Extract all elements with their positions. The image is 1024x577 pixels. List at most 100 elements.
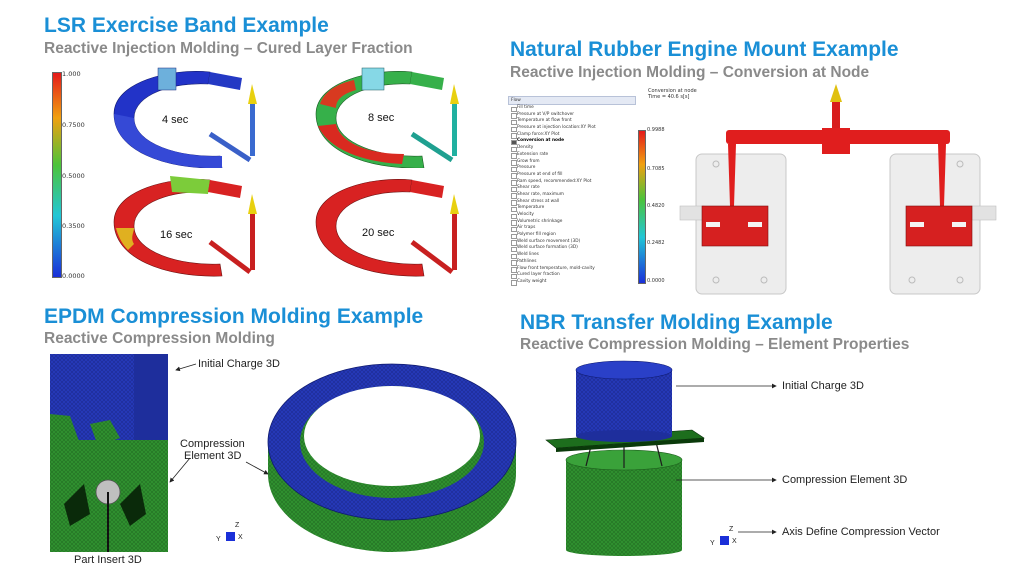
tree-item[interactable]: Conversion at node — [508, 138, 636, 146]
tree-item[interactable]: Pressure — [508, 165, 636, 173]
tree-item[interactable]: Pressure at end of fill — [508, 172, 636, 179]
tree-item-checkbox[interactable] — [511, 106, 517, 112]
tree-item[interactable]: Air traps — [508, 225, 636, 233]
tree-item-checkbox[interactable] — [511, 113, 517, 119]
tree-item-checkbox[interactable] — [511, 220, 517, 226]
tree-item[interactable]: Polymer fill region — [508, 232, 636, 240]
tree-item[interactable]: Volumetric shrinkage — [508, 219, 636, 226]
tree-item-checkbox[interactable] — [511, 193, 517, 199]
tree-item-label: Weld surface movement (3D) — [517, 238, 581, 244]
tree-item-checkbox[interactable] — [511, 213, 517, 219]
tree-item-checkbox[interactable] — [511, 146, 517, 153]
tree-item[interactable]: Fill time — [508, 105, 636, 112]
tree-item-checkbox[interactable] — [511, 233, 517, 240]
lsr-band-8sec — [315, 67, 459, 168]
tree-item-label: Flow front temperature, mold-cavity — [517, 265, 595, 271]
tree-item-label: Grow from — [517, 158, 540, 164]
nbr-arrows — [676, 383, 777, 535]
tree-item-label: Pressure — [517, 165, 536, 171]
tree-item-label: Volumetric shrinkage — [517, 218, 563, 224]
lsr-colorbar-tick: 0.3500 — [62, 222, 85, 230]
mount-colorbar-tick: 0.4820 — [647, 203, 665, 209]
nbr-title: NBR Transfer Molding Example — [520, 311, 833, 334]
tree-item[interactable]: Clamp force:XY Plot — [508, 132, 636, 139]
lsr-colorbar-tick: 1.000 — [62, 70, 81, 78]
lsr-colorbar — [52, 72, 62, 278]
epdm-title: EPDM Compression Molding Example — [44, 305, 424, 328]
tree-item-label: Shear stress at wall — [517, 198, 560, 204]
tree-item-label: Temperature — [517, 205, 545, 211]
mount-subtitle: Reactive Injection Molding – Conversion … — [510, 64, 870, 81]
tree-item[interactable]: Density — [508, 145, 636, 153]
engine-mount-model — [679, 84, 997, 295]
tree-item-checkbox[interactable] — [511, 186, 517, 193]
tree-item[interactable]: Extension rate — [508, 152, 636, 159]
tree-item[interactable]: Pathlines — [508, 259, 636, 266]
tree-item-checkbox[interactable] — [511, 260, 517, 266]
nbr-transfer-model — [545, 360, 705, 556]
lsr-title: LSR Exercise Band Example — [44, 14, 329, 37]
mount-colorbar-tick: 0.0000 — [647, 278, 665, 284]
result-time-label: Time = 40.6 s[s] — [648, 94, 690, 100]
tree-item-checkbox[interactable] — [511, 206, 517, 213]
tree-item-checkbox[interactable] — [511, 267, 517, 273]
tree-item[interactable]: Temperature at flow front — [508, 118, 636, 126]
tree-item-checkbox[interactable] — [511, 180, 517, 186]
tree-item-checkbox[interactable] — [511, 246, 517, 253]
mount-colorbar-tick: 0.7085 — [647, 166, 665, 172]
tree-item[interactable]: Weld surface formation (3D) — [508, 245, 636, 253]
tree-item[interactable]: Cavity weight — [508, 279, 636, 286]
tree-item-checkbox[interactable] — [511, 253, 517, 260]
epdm-arrows — [169, 363, 269, 483]
lsr-colorbar-tick: 0.7500 — [62, 121, 85, 129]
tree-item-checkbox[interactable] — [511, 133, 517, 139]
tree-item-checkbox[interactable] — [511, 160, 517, 166]
tree-item-label: Temperature at flow front — [517, 118, 572, 124]
tree-item[interactable]: Pressure at injection location:XY Plot — [508, 125, 636, 133]
tree-item[interactable]: Shear rate — [508, 185, 636, 193]
tree-item-label: Clamp force:XY Plot — [517, 131, 560, 137]
tree-item-checkbox[interactable] — [511, 226, 517, 233]
tree-item[interactable]: Cured layer fraction — [508, 272, 636, 280]
tree-item-label: Shear rate — [517, 185, 540, 191]
tree-item-label: Weld lines — [517, 252, 539, 258]
tree-item[interactable]: Ram speed, recommended:XY Plot — [508, 179, 636, 186]
tree-item[interactable]: Flow front temperature, mold-cavity — [508, 266, 636, 273]
tree-item-label: Weld surface formation (3D) — [517, 245, 578, 251]
tree-item[interactable]: Temperature — [508, 205, 636, 213]
tree-item-checkbox[interactable] — [511, 166, 517, 173]
tree-item-label: Density — [517, 145, 534, 151]
tree-item-checkbox[interactable] — [511, 153, 517, 159]
tree-item[interactable]: Weld surface movement (3D) — [508, 239, 636, 246]
tree-item-checkbox[interactable] — [511, 139, 517, 146]
tree-header-flow[interactable]: Flow — [508, 96, 636, 105]
epdm-cross-section-mesh — [50, 354, 168, 552]
nbr-label-initial-charge: Initial Charge 3D — [782, 380, 864, 392]
nbr-axis-triad: Z Y X — [710, 526, 740, 552]
epdm-ring-model — [267, 363, 517, 552]
mount-colorbar-tick: 0.9988 — [647, 127, 665, 133]
tree-item[interactable]: Pressure at V/P switchover — [508, 112, 636, 119]
tree-item[interactable]: Weld lines — [508, 252, 636, 260]
tree-item[interactable]: Shear stress at wall — [508, 199, 636, 206]
tree-item[interactable]: Shear rate, maximum — [508, 192, 636, 199]
tree-item-checkbox[interactable] — [511, 200, 517, 206]
tree-item-checkbox[interactable] — [511, 119, 517, 126]
axis-y-label: Y — [710, 540, 715, 547]
tree-item[interactable]: Velocity — [508, 212, 636, 219]
tree-item[interactable]: Grow from — [508, 159, 636, 166]
axis-z-label: Z — [729, 526, 734, 533]
tree-item-checkbox[interactable] — [511, 240, 517, 246]
mount-colorbar — [638, 130, 646, 284]
tree-item-checkbox[interactable] — [511, 273, 517, 280]
lsr-colorbar-tick: 0.5000 — [62, 172, 85, 180]
tree-item-checkbox[interactable] — [511, 173, 517, 179]
lsr-snapshot-label: 4 sec — [162, 114, 189, 126]
lsr-subtitle: Reactive Injection Molding – Cured Layer… — [44, 40, 413, 57]
tree-item-checkbox[interactable] — [511, 280, 517, 286]
axis-y-label: Y — [216, 536, 221, 543]
axis-x-label: X — [732, 538, 737, 545]
tree-item-checkbox[interactable] — [511, 126, 517, 133]
epdm-axis-triad: Z Y X — [216, 522, 246, 548]
